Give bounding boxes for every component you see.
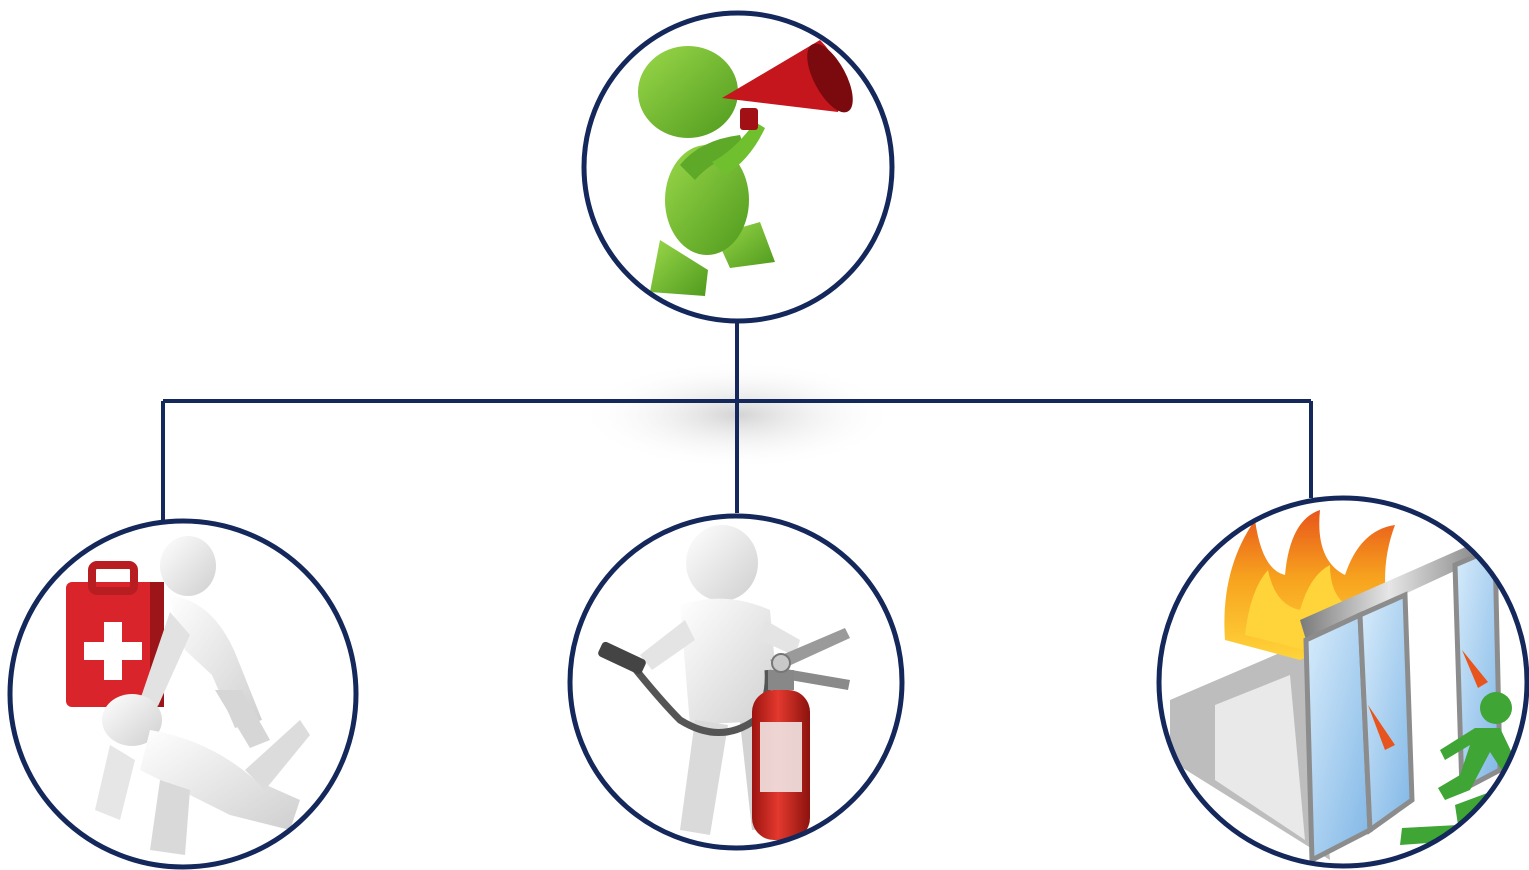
node-fire-extinguisher [570, 516, 902, 848]
connector-lines [163, 321, 1311, 524]
node-announcement [584, 13, 892, 321]
node-emergency-exit [1159, 498, 1527, 866]
node-first-aid [10, 521, 356, 867]
